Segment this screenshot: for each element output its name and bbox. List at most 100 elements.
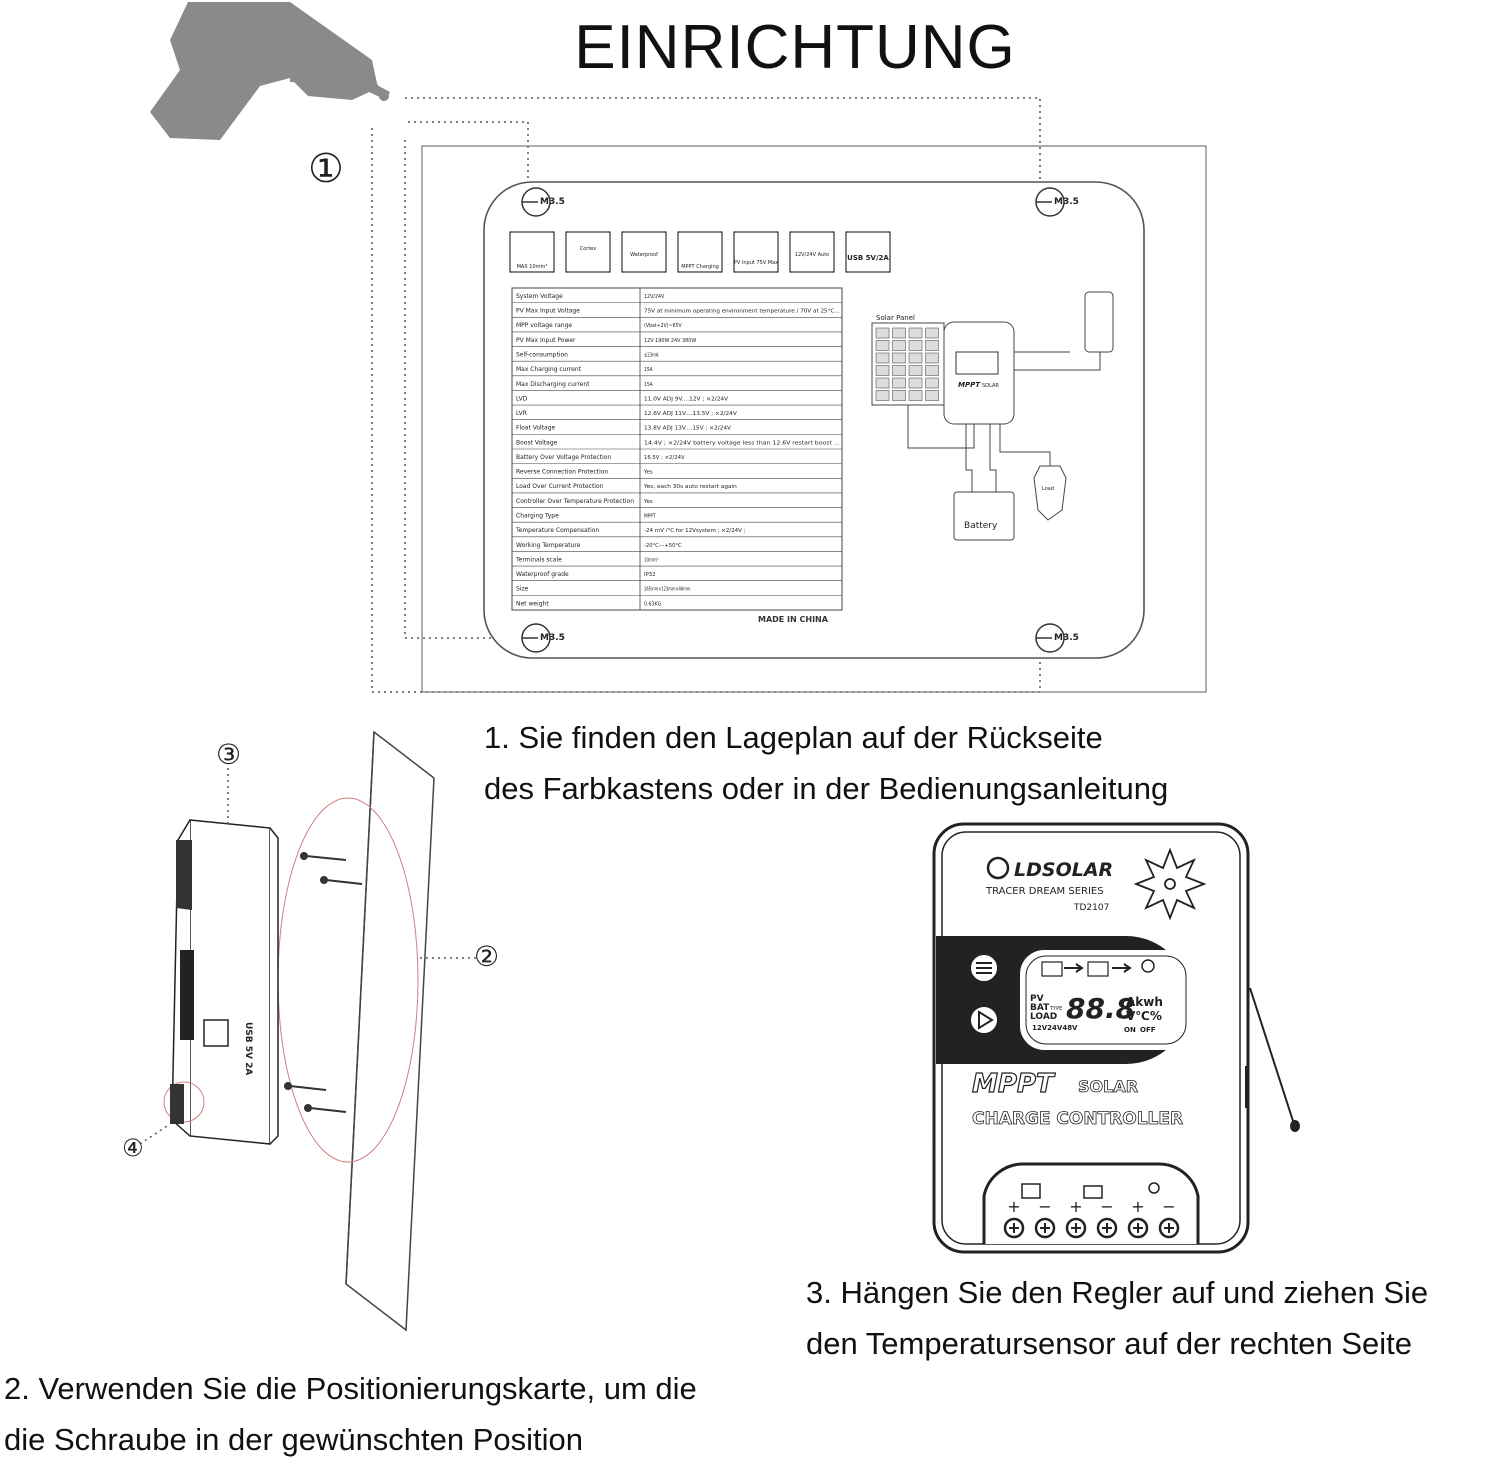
svg-text:LDSOLAR: LDSOLAR xyxy=(1014,859,1113,881)
spec-value: 12.6V ADJ 11V....13.5V ; ×2/24V xyxy=(644,411,737,417)
terminal-sign: − xyxy=(1038,1197,1051,1216)
spec-value: 15A xyxy=(644,367,653,373)
spec-label: Charging Type xyxy=(516,512,559,519)
svg-text:LOAD: LOAD xyxy=(1030,1012,1057,1022)
svg-text:SOLAR: SOLAR xyxy=(1078,1077,1138,1096)
spec-value: 0.63KG xyxy=(644,601,661,607)
svg-text:88.8: 88.8 xyxy=(1066,992,1135,1025)
step-marker-2: ② xyxy=(474,940,500,973)
spec-label: Load Over Current Protection xyxy=(516,483,604,490)
step-marker-1: ① xyxy=(308,146,344,192)
spec-label: Working Temperature xyxy=(516,542,581,549)
svg-text:Akwh: Akwh xyxy=(1126,995,1163,1009)
spec-value: 75V at minimum operating environment tem… xyxy=(644,309,840,315)
svg-text:TRACER DREAM SERIES: TRACER DREAM SERIES xyxy=(985,886,1104,897)
spec-label: PV Max Input Power xyxy=(516,337,576,344)
spec-label: Controller Over Temperature Protection xyxy=(516,498,634,505)
step1-caption-line2: des Farbkastens oder in der Bedienungsan… xyxy=(484,771,1169,806)
svg-text:OFF: OFF xyxy=(1140,1026,1156,1034)
spec-value: 16.5V ; ×2/24V xyxy=(644,455,685,461)
step-marker-4: ④ xyxy=(122,1134,144,1162)
step-marker-3: ③ xyxy=(216,738,242,771)
spec-value: -20°C---+50°C xyxy=(644,543,682,549)
svg-text:Cortex: Cortex xyxy=(580,246,597,252)
drill-icon xyxy=(150,2,390,140)
spec-label: Self-consumption xyxy=(516,351,568,358)
svg-text:SOLAR: SOLAR xyxy=(982,383,999,389)
svg-text:BAT: BAT xyxy=(1030,1003,1050,1013)
spec-value: ≤23mA xyxy=(644,352,659,358)
svg-text:TYPE: TYPE xyxy=(1049,1006,1062,1012)
svg-text:MADE IN CHINA: MADE IN CHINA xyxy=(758,615,829,624)
svg-text:Load: Load xyxy=(1042,486,1054,492)
svg-text:USB 5V/2A: USB 5V/2A xyxy=(847,254,889,262)
spec-label: PV Max Input Voltage xyxy=(516,308,580,315)
sun-icon xyxy=(1133,847,1207,921)
step3-caption-line1: 3. Hängen Sie den Regler auf und ziehen … xyxy=(806,1275,1429,1310)
charge-controller-front: LDSOLAR TRACER DREAM SERIES TD2107 PV BA… xyxy=(932,822,1300,1254)
play-button xyxy=(969,1005,999,1035)
spec-value: Yes xyxy=(643,470,653,476)
svg-text:ON: ON xyxy=(1124,1026,1136,1034)
svg-text:Solar Panel: Solar Panel xyxy=(876,314,915,322)
terminal-sign: + xyxy=(1069,1197,1082,1216)
spec-value: 165mm×123mm×46mm xyxy=(644,587,690,593)
step2-caption-line1: 2. Verwenden Sie die Positionierungskart… xyxy=(4,1371,697,1406)
spec-label: MPP voltage range xyxy=(516,322,572,329)
spec-label: Float Voltage xyxy=(516,425,556,432)
svg-text:M3.5: M3.5 xyxy=(1054,633,1079,643)
step1-caption-line1: 1. Sie finden den Lageplan auf der Rücks… xyxy=(484,720,1103,755)
spec-value: IP32 xyxy=(644,572,656,578)
positioning-card: M3.5 M3.5 M3.5 M3.5 MAX 10mm² Cortex Wate… xyxy=(371,97,1207,693)
spec-value: MPPT xyxy=(644,513,656,519)
svg-text:USB 5V 2A: USB 5V 2A xyxy=(243,1022,253,1075)
svg-text:M3.5: M3.5 xyxy=(1054,197,1079,207)
spec-label: Reverse Connection Protection xyxy=(516,469,608,476)
svg-text:MPPT: MPPT xyxy=(958,381,981,389)
spec-value: Yes, each 30s auto restart again xyxy=(643,484,737,490)
svg-text:M3.5: M3.5 xyxy=(540,197,565,207)
spec-label: Size xyxy=(516,586,529,593)
svg-text:PV Input 75V Max: PV Input 75V Max xyxy=(734,260,778,266)
spec-label: Boost Voltage xyxy=(516,439,558,446)
spec-label: Temperature Compensation xyxy=(515,527,599,534)
spec-value: 11.0V ADJ 9V....12V ; ×2/24V xyxy=(644,396,728,402)
spec-label: Waterproof grade xyxy=(516,571,569,578)
step2-caption-line2: die Schraube in der gewünschten Position xyxy=(4,1422,584,1457)
svg-text:Waterproof: Waterproof xyxy=(630,252,658,258)
spec-value: -24 mV /°C for 12Vsystem ; ×2/24V ; xyxy=(644,528,746,534)
wall-mounting-illustration: USB 5V 2A xyxy=(139,730,476,1332)
svg-text:TD2107: TD2107 xyxy=(1073,903,1109,913)
spec-value: 15A xyxy=(644,382,653,388)
terminal-sign: − xyxy=(1100,1197,1113,1216)
spec-value: 10mm² xyxy=(644,556,659,563)
svg-text:Battery: Battery xyxy=(964,521,998,531)
spec-label: Battery Over Voltage Protection xyxy=(516,454,611,461)
spec-label: System Voltage xyxy=(516,293,563,300)
terminal-sign: + xyxy=(1007,1197,1020,1216)
spec-label: LVR xyxy=(516,410,527,417)
svg-text:12V/24V Auto: 12V/24V Auto xyxy=(795,252,829,258)
spec-label: LVD xyxy=(516,395,528,402)
spec-value: 12V/24V xyxy=(644,294,665,300)
svg-text:V℃%: V℃% xyxy=(1126,1009,1162,1023)
svg-text:MAX 10mm²: MAX 10mm² xyxy=(517,264,548,270)
spec-label: Terminals scale xyxy=(515,556,562,563)
svg-text:PV: PV xyxy=(1030,994,1044,1004)
svg-text:MPPT: MPPT xyxy=(972,1069,1056,1099)
spec-value: 14.4V ; ×2/24V battery voltage less than… xyxy=(644,440,840,446)
spec-value: 12V 190W 24V 380W xyxy=(644,338,697,344)
spec-label: Max Discharging current xyxy=(516,381,590,388)
svg-text:CHARGE CONTROLLER: CHARGE CONTROLLER xyxy=(972,1109,1183,1129)
svg-text:12V24V48V: 12V24V48V xyxy=(1032,1024,1078,1032)
spec-label: Net weight xyxy=(516,600,549,607)
spec-label: Max Charging current xyxy=(516,366,582,373)
spec-value: (Vbat+2V)~65V xyxy=(644,323,682,329)
terminal-sign: + xyxy=(1131,1197,1144,1216)
svg-text:M3.5: M3.5 xyxy=(540,633,565,643)
spec-value: 13.8V ADJ 13V....15V ; ×2/24V xyxy=(644,426,731,432)
spec-value: Yes xyxy=(643,499,653,505)
terminal-sign: − xyxy=(1162,1197,1175,1216)
page-title: EINRICHTUNG xyxy=(574,13,1016,82)
step3-caption-line2: den Temperatursensor auf der rechten Sei… xyxy=(806,1326,1413,1361)
